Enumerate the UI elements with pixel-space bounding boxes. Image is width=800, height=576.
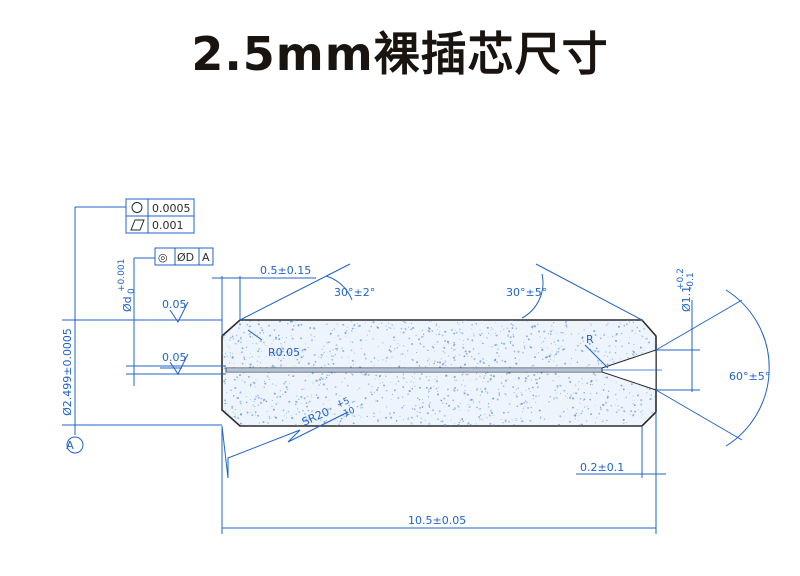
chamfer-length-label: 0.5±0.15 bbox=[260, 264, 311, 277]
outer-diameter-label: Ø2.499±0.0005 bbox=[61, 328, 74, 416]
geometric-tolerance-frame: 0.0005 0.001 bbox=[125, 198, 195, 234]
edge-radius-label: R0.05 bbox=[268, 346, 300, 359]
concentricity-value: ØD bbox=[177, 251, 194, 264]
exit-tol-upper: +0.2 bbox=[676, 268, 686, 290]
radius-label: R bbox=[586, 333, 594, 346]
bore-tol-lower: 0 bbox=[127, 288, 137, 294]
bore-diameter-label: Ød bbox=[121, 296, 134, 312]
concentricity-icon: ◎ bbox=[158, 251, 168, 264]
page-title: 2.5mm裸插芯尺寸 bbox=[191, 27, 609, 81]
bore-tol-upper: +0.001 bbox=[117, 259, 127, 292]
cylindricity-value: 0.001 bbox=[152, 219, 184, 232]
exit-diameter-label: Ø1.1 bbox=[680, 286, 693, 312]
roughness-outer-symbol bbox=[169, 301, 189, 323]
datum-a-circle bbox=[66, 436, 84, 454]
ferrule-body bbox=[221, 319, 662, 427]
chamfer-angle-left-label: 30°±2° bbox=[334, 286, 375, 299]
total-length-label: 10.5±0.05 bbox=[408, 514, 466, 527]
concentricity-frame: ◎ ØD A bbox=[154, 247, 214, 266]
end-face-leader bbox=[227, 411, 349, 478]
roughness-bore-symbol bbox=[169, 353, 189, 375]
cone-angle-arc bbox=[725, 289, 770, 447]
roughness-bore-label: 0.05 bbox=[162, 351, 187, 364]
roughness-outer-label: 0.05 bbox=[162, 298, 187, 311]
datum-a-label: A bbox=[66, 439, 74, 452]
cone-angle-label: 60°±5° bbox=[729, 370, 770, 383]
roundness-icon bbox=[131, 202, 143, 213]
concentricity-datum: A bbox=[202, 251, 210, 264]
end-face-tol-upper: +5 bbox=[335, 396, 351, 411]
cylindricity-icon bbox=[130, 219, 145, 231]
roundness-value: 0.0005 bbox=[152, 202, 191, 215]
exit-land-label: 0.2±0.1 bbox=[580, 461, 624, 474]
exit-tol-lower: -0.1 bbox=[686, 272, 696, 290]
chamfer-angle-right-label: 30°±5° bbox=[506, 286, 547, 299]
